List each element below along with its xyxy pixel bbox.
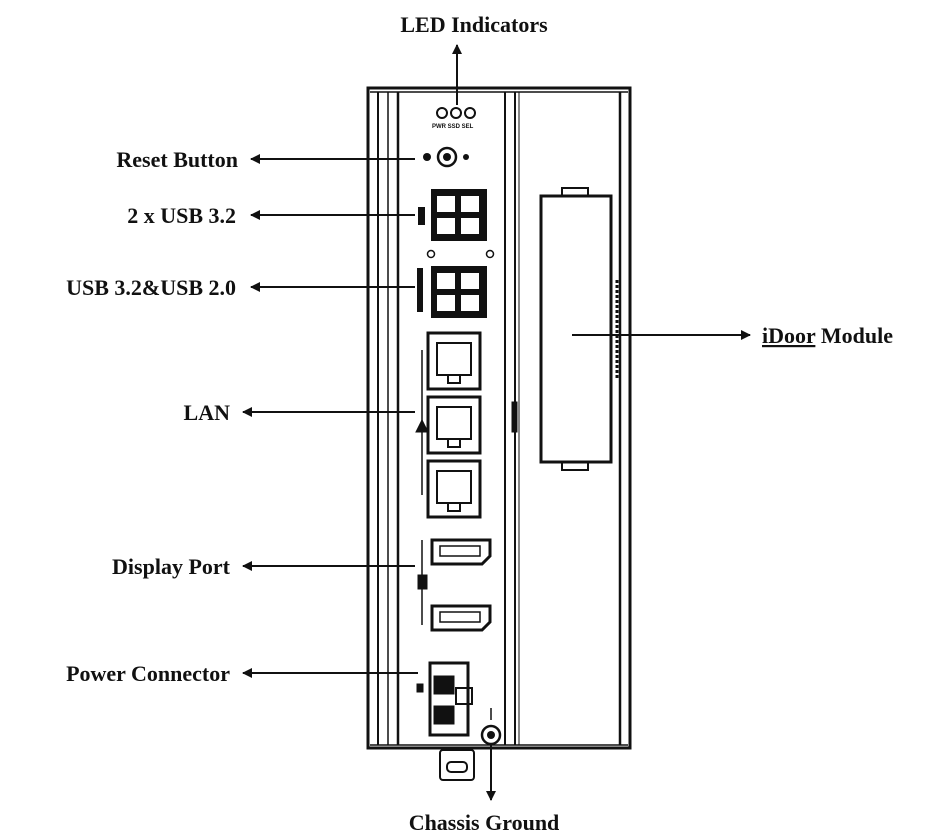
label-led-indicators: LED Indicators	[400, 12, 548, 37]
label-reset-button: Reset Button	[116, 147, 238, 172]
display-ports	[417, 538, 492, 632]
chassis-ground-screw	[480, 708, 502, 746]
callout-arrows	[242, 44, 751, 801]
label-idoor-prefix: iDoor	[762, 323, 816, 348]
led-indicators	[436, 107, 476, 119]
lan-ports	[415, 331, 482, 519]
usb-32-ports	[418, 189, 495, 259]
idoor-module	[539, 187, 619, 471]
chassis	[366, 86, 632, 750]
usb-32-20-ports	[417, 266, 487, 318]
label-display-port: Display Port	[112, 554, 231, 579]
label-lan: LAN	[184, 400, 231, 425]
label-usb-32: 2 x USB 3.2	[127, 203, 236, 228]
label-idoor-suffix: Module	[815, 323, 893, 348]
power-connector	[416, 661, 473, 737]
label-chassis-ground: Chassis Ground	[409, 810, 560, 835]
din-rail-clip	[439, 749, 475, 781]
reset-button	[423, 146, 469, 168]
led-marks: PWR SSD SEL	[432, 124, 474, 130]
label-power-connector: Power Connector	[66, 661, 230, 686]
label-idoor-module: iDoor Module	[762, 323, 893, 348]
label-usb-32-20: USB 3.2&USB 2.0	[66, 275, 236, 300]
